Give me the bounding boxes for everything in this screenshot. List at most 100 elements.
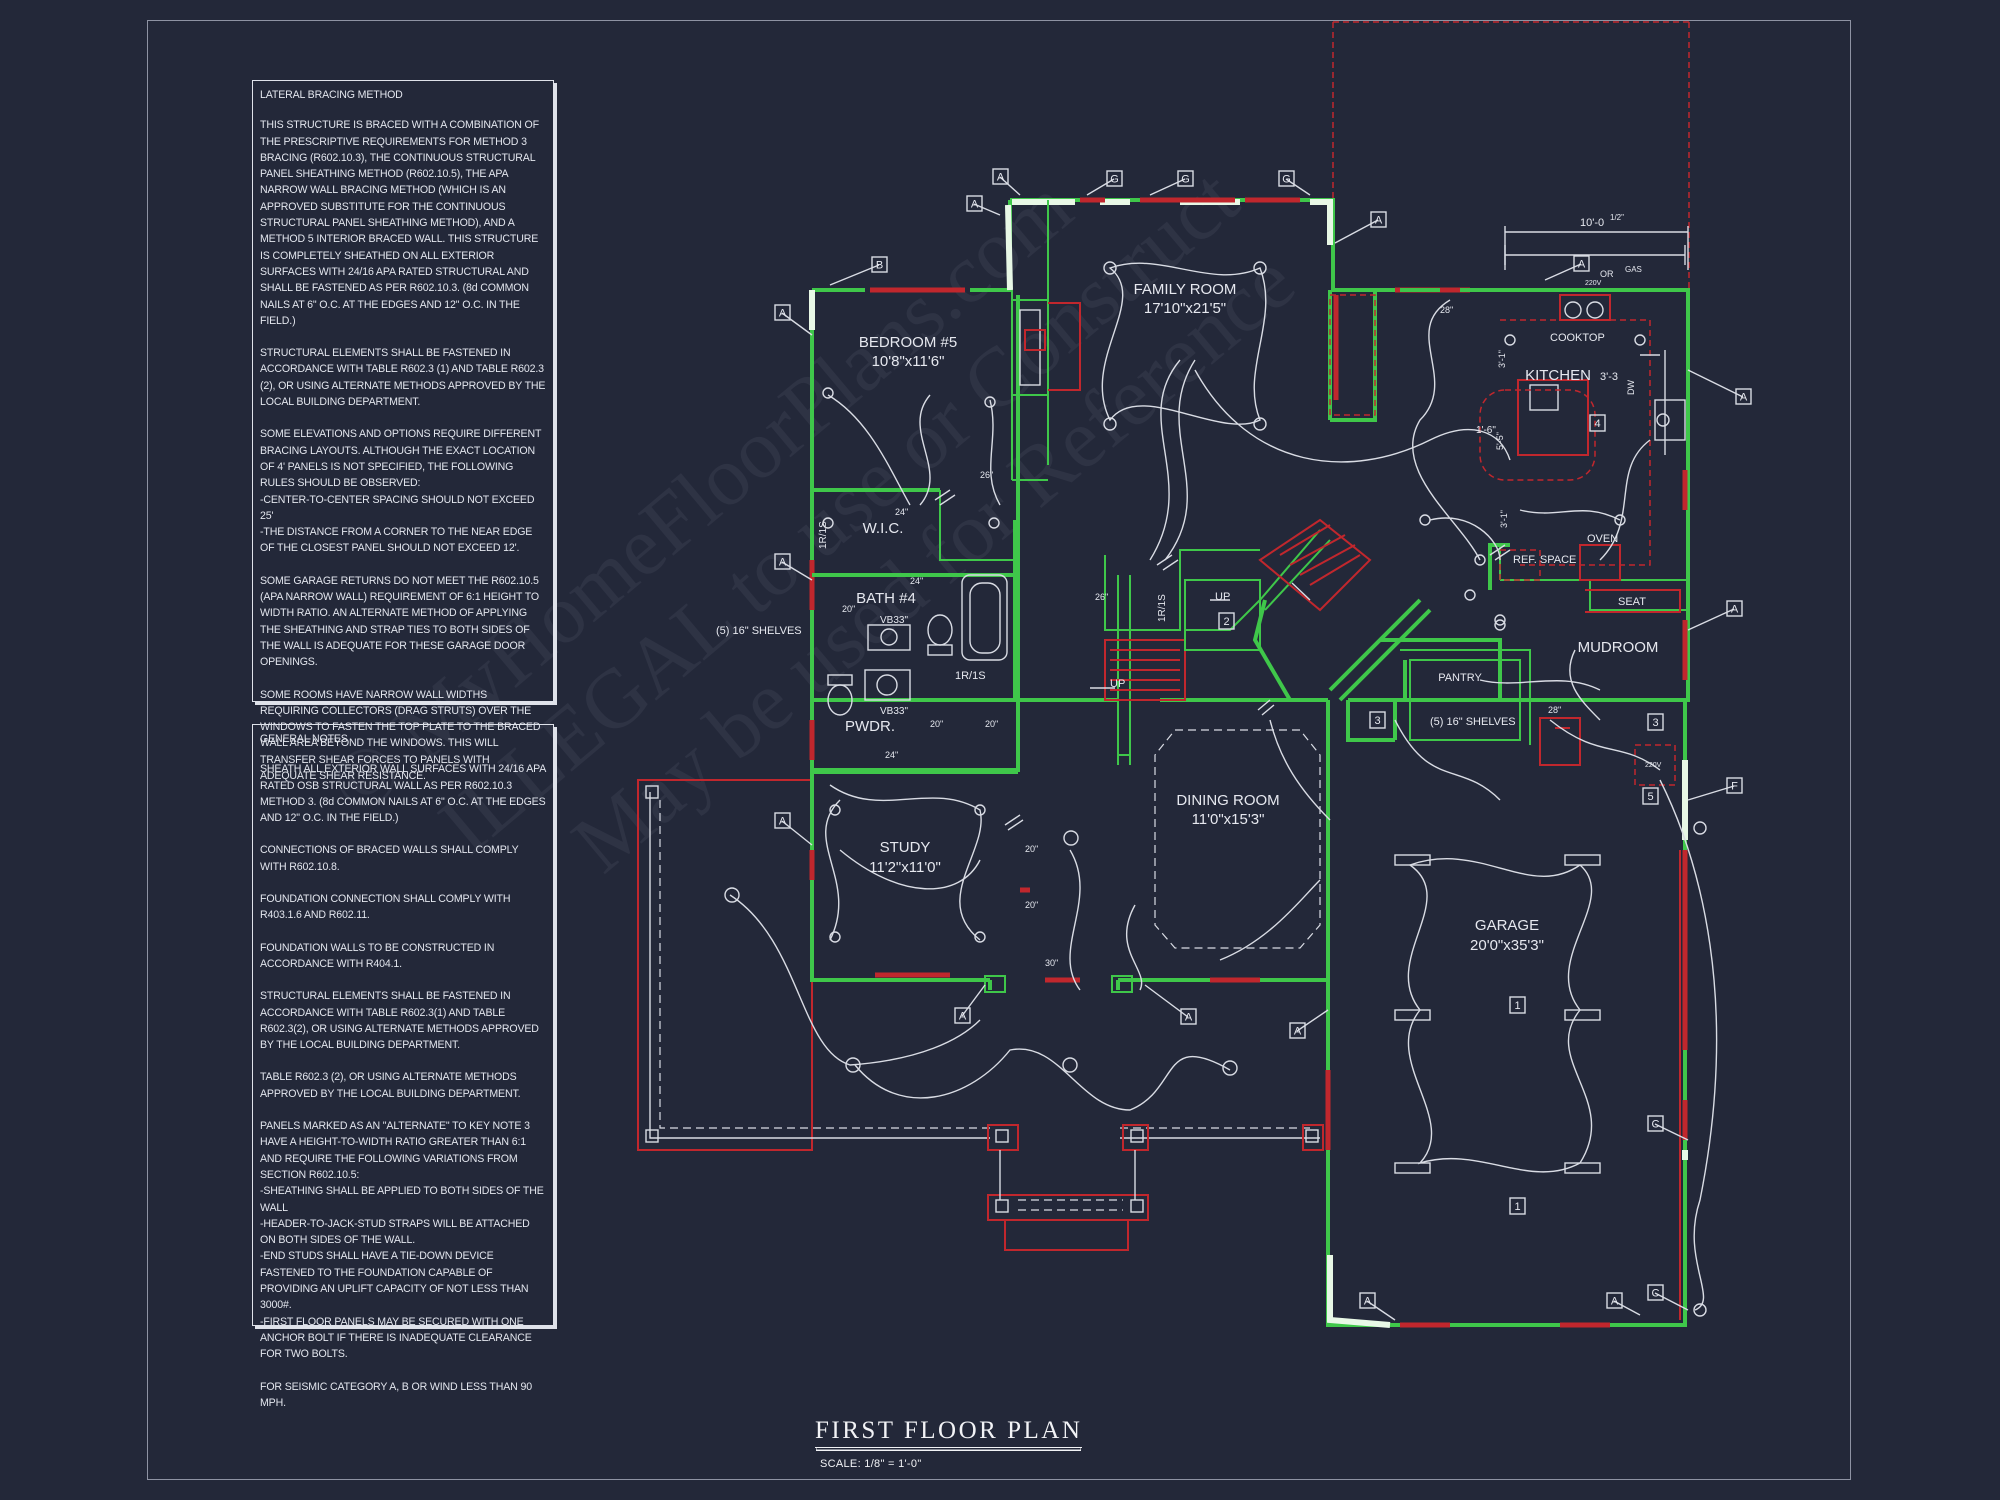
svg-text:220V: 220V [1585,280,1602,287]
callout-tag: A [1544,255,1590,281]
keynote-tag: 3 [1647,713,1664,731]
drawing-scale: SCALE: 1/8" = 1'-0" [820,1458,922,1470]
svg-text:C: C [1652,1288,1660,1300]
room-name-dining: DINING ROOM [1176,792,1279,809]
svg-text:B: B [876,260,883,272]
svg-text:20": 20" [930,719,943,729]
callout-tag: A [1359,1292,1396,1321]
svg-text:A: A [971,199,979,211]
room-size-garage: 20'0"x35'3" [1470,937,1544,954]
svg-text:20": 20" [985,719,998,729]
svg-text:1: 1 [1514,1000,1520,1012]
callout-tag: G [1086,170,1123,196]
svg-text:A: A [779,308,787,320]
callout-tag: G [1149,170,1194,196]
svg-text:VB33": VB33" [880,706,908,717]
note-paragraph: FOR SEISMIC CATEGORY A, B OR WIND LESS T… [260,1380,532,1409]
note-paragraph: STRUCTURAL ELEMENTS SHALL BE FASTENED IN… [260,347,546,409]
svg-text:2: 2 [1223,616,1229,628]
room-name-garage: GARAGE [1475,917,1539,934]
callout-tag: G [1278,170,1311,196]
svg-text:A: A [779,816,787,828]
callout-tag: A [1334,211,1387,244]
switches [934,489,1511,831]
interior-walls [812,200,1688,980]
callout-tag: A [774,304,813,336]
room-size-family: 17'10"x21'5" [1144,300,1226,317]
note-paragraph: FOUNDATION WALLS TO BE CONSTRUCTED IN AC… [260,941,495,970]
callout-tag: A [774,553,813,581]
svg-text:F: F [1731,781,1738,793]
svg-text:A: A [779,557,787,569]
room-name-pantry: PANTRY [1438,672,1482,684]
garage-fixtures [1394,850,1681,1320]
svg-text:20": 20" [1025,844,1038,854]
svg-text:1/2": 1/2" [1610,213,1624,222]
keynote-tag: 2 [1218,612,1235,630]
callout-tag: C [1647,1284,1689,1311]
title-block: FIRST FLOOR PLAN SCALE: 1/8" = 1'-0" [815,1417,1083,1470]
callout-tag: C [1647,1115,1689,1141]
svg-text:5: 5 [1647,791,1653,803]
notes-heading: LATERAL BRACING METHOD [260,89,403,101]
bath-fixtures [827,301,1686,716]
svg-text:10'-0: 10'-0 [1580,217,1604,229]
svg-text:3'-1": 3'-1" [1497,350,1507,368]
svg-text:OVEN: OVEN [1587,533,1618,545]
svg-text:A: A [1185,1012,1193,1024]
svg-text:A: A [1375,215,1383,227]
svg-text:A: A [1611,1296,1619,1308]
callout-tag: A [774,812,813,846]
svg-text:(5) 16" SHELVES: (5) 16" SHELVES [1430,716,1516,728]
lateral-bracing-notes: LATERAL BRACING METHOD THIS STRUCTURE IS… [252,80,554,782]
callout-tag: A [1144,984,1197,1025]
svg-text:30": 30" [1045,958,1058,968]
keynote-tag: 4 [1589,414,1606,432]
svg-text:OR: OR [1600,269,1614,279]
svg-text:26": 26" [1095,592,1108,602]
svg-text:1R/1S: 1R/1S [818,521,829,549]
svg-text:G: G [1282,174,1291,186]
svg-text:1R/1S: 1R/1S [955,670,986,682]
svg-text:28": 28" [1440,305,1453,315]
svg-text:A: A [1740,392,1748,404]
room-name-bedroom5: BEDROOM #5 [859,334,957,351]
svg-text:(5) 16" SHELVES: (5) 16" SHELVES [716,625,802,637]
electrical-wiring [729,262,1718,1311]
room-size-dining: 11'0"x15'3" [1192,811,1265,828]
note-paragraph: SOME ELEVATIONS AND OPTIONS REQUIRE DIFF… [260,428,542,555]
annotations: COOKTOP OVEN REF. SPACE SEAT (5) 16" SHE… [716,265,1662,968]
note-paragraph: PANELS MARKED AS AN "ALTERNATE" TO KEY N… [260,1120,544,1361]
room-size-study: 11'2"x11'0" [869,859,941,876]
svg-text:24": 24" [885,750,898,760]
drawing-border [147,20,1851,1480]
keynote-tag: 5 [1642,787,1659,805]
callout-tag: F [1687,777,1743,801]
keynote-tag: 1 [1509,996,1526,1014]
svg-text:26": 26" [980,470,993,480]
room-name-bath4: BATH #4 [856,590,916,607]
svg-text:20": 20" [842,604,855,614]
note-paragraph: FOUNDATION CONNECTION SHALL COMPLY WITH … [260,893,511,922]
note-paragraph: STRUCTURAL ELEMENTS SHALL BE FASTENED IN… [260,990,539,1052]
room-name-kitchen: KITCHEN [1525,367,1591,384]
svg-text:24": 24" [895,507,908,517]
svg-text:A: A [1731,604,1739,616]
dining-tray-ceiling [1154,729,1321,949]
general-notes: GENERAL NOTES SHEATH ALL EXTERIOR WALL S… [252,724,554,1409]
room-name-study: STUDY [880,839,931,856]
room-size-bedroom5: 10'8"x11'6" [872,353,945,370]
svg-text:3'-1": 3'-1" [1499,510,1509,528]
callout-tag: A [1606,1292,1641,1316]
room-name-family: FAMILY ROOM [1134,281,1237,298]
room-labels: FAMILY ROOM 17'10"x21'5" BEDROOM #5 10'8… [845,281,1658,954]
svg-text:3: 3 [1374,715,1380,727]
drawing-title: FIRST FLOOR PLAN [815,1417,1083,1448]
front-porch [637,779,1324,1251]
svg-text:A: A [1364,1296,1372,1308]
note-paragraph: CONNECTIONS OF BRACED WALLS SHALL COMPLY… [260,844,519,873]
svg-text:G: G [1110,174,1119,186]
light-fixtures [724,261,1707,1317]
